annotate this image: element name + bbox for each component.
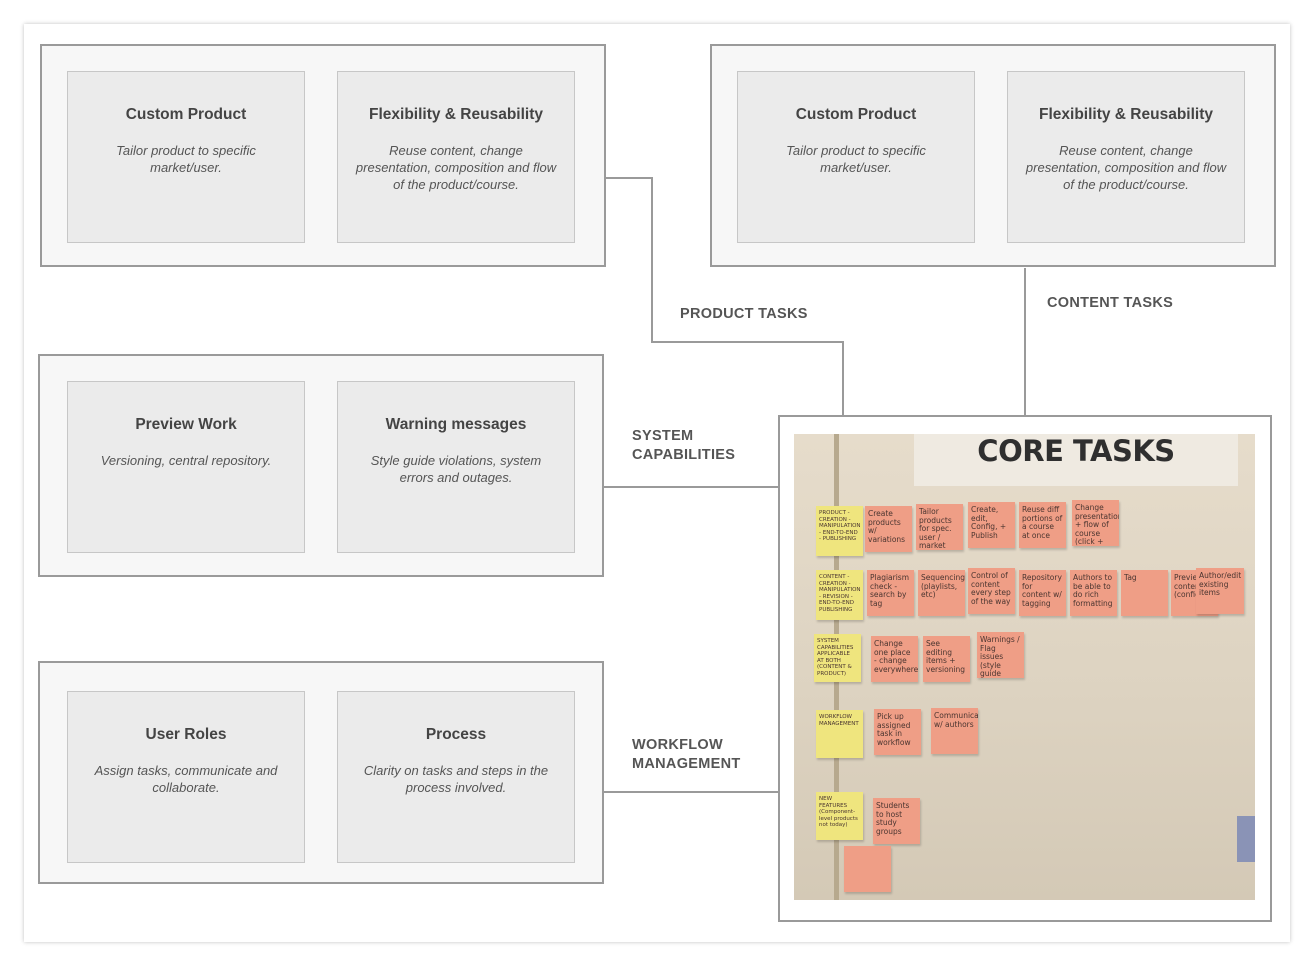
sticky-note: Change one place - change everywhere	[871, 636, 918, 682]
card-process: Process Clarity on tasks and steps in th…	[337, 691, 575, 863]
sticky-note-category: PRODUCT - CREATION - MANIPULATION - END-…	[816, 506, 863, 556]
label-line: MANAGEMENT	[632, 755, 741, 774]
sticky-note-category: WORKFLOW MANAGEMENT	[816, 710, 863, 758]
sticky-note: Plagiarism check - search by tag	[867, 570, 914, 616]
product-tasks-group: Custom Product Tailor product to specifi…	[40, 44, 606, 267]
label-system-capabilities: SYSTEM CAPABILITIES	[632, 427, 735, 465]
label-content-tasks: CONTENT TASKS	[1047, 294, 1173, 313]
card-title: Warning messages	[352, 416, 560, 434]
sticky-note: Authors to be able to do rich formatting	[1070, 570, 1117, 616]
card-title: Preview Work	[82, 416, 290, 434]
card-flexibility-reusability: Flexibility & Reusability Reuse content,…	[1007, 71, 1245, 243]
core-tasks-photo: CORE TASKS PRODUCT - CREATION - MANIPULA…	[794, 434, 1255, 900]
card-preview-work: Preview Work Versioning, central reposit…	[67, 381, 305, 553]
label-workflow-management: WORKFLOW MANAGEMENT	[632, 736, 741, 774]
sticky-note: Pick up assigned task in workflow	[874, 709, 921, 755]
sticky-note: Control of content every step of the way	[968, 568, 1015, 614]
sticky-note: Sequencing (playlists, etc)	[918, 570, 965, 616]
card-description: Reuse content, change presentation, comp…	[352, 142, 560, 193]
card-description: Reuse content, change presentation, comp…	[1022, 142, 1230, 193]
card-description: Tailor product to specific market/user.	[82, 142, 290, 176]
sticky-note: See editing items + versioning	[923, 636, 970, 682]
sticky-note-category: CONTENT - CREATION - MANIPULATION - REVI…	[816, 570, 863, 620]
card-title: Custom Product	[82, 106, 290, 124]
sticky-note: Students to host study groups	[873, 798, 920, 844]
card-title: Flexibility & Reusability	[1022, 106, 1230, 124]
card-description: Versioning, central repository.	[82, 452, 290, 469]
card-flexibility-reusability: Flexibility & Reusability Reuse content,…	[337, 71, 575, 243]
sticky-note: Warnings / Flag issues (style guide viol…	[977, 632, 1024, 678]
label-line: SYSTEM	[632, 427, 735, 446]
board-edge-object	[1237, 816, 1255, 862]
card-description: Style guide violations, system errors an…	[352, 452, 560, 486]
sticky-note: Tag	[1121, 570, 1168, 616]
content-tasks-group: Custom Product Tailor product to specifi…	[710, 44, 1276, 267]
sticky-note-category: NEW FEATURES (Component-level products n…	[816, 792, 863, 840]
sticky-note: Communicate w/ authors	[931, 708, 978, 754]
sticky-note: Change presentation + flow of course (cl…	[1072, 500, 1119, 546]
sticky-note: Reuse diff portions of a course at once	[1019, 502, 1066, 548]
card-title: User Roles	[82, 726, 290, 744]
sticky-note: Tailor products for spec. user / market	[916, 504, 963, 550]
workflow-management-group: User Roles Assign tasks, communicate and…	[38, 661, 604, 884]
card-title: Custom Product	[752, 106, 960, 124]
card-title: Flexibility & Reusability	[352, 106, 560, 124]
label-product-tasks: PRODUCT TASKS	[680, 305, 808, 324]
card-description: Assign tasks, communicate and collaborat…	[82, 762, 290, 796]
sticky-note: Create, edit, Config, + Publish	[968, 502, 1015, 548]
sticky-note-blank	[844, 846, 891, 892]
sticky-note: Author/edit existing items	[1196, 568, 1244, 614]
card-description: Clarity on tasks and steps in the proces…	[352, 762, 560, 796]
card-custom-product: Custom Product Tailor product to specifi…	[737, 71, 975, 243]
card-user-roles: User Roles Assign tasks, communicate and…	[67, 691, 305, 863]
sticky-note: Repository for content w/ tagging	[1019, 570, 1066, 616]
card-custom-product: Custom Product Tailor product to specifi…	[67, 71, 305, 243]
card-warning-messages: Warning messages Style guide violations,…	[337, 381, 575, 553]
photo-title: CORE TASKS	[914, 434, 1238, 486]
label-line: CAPABILITIES	[632, 446, 735, 465]
card-description: Tailor product to specific market/user.	[752, 142, 960, 176]
sticky-note: Create products w/ variations	[865, 506, 912, 552]
label-line: WORKFLOW	[632, 736, 741, 755]
card-title: Process	[352, 726, 560, 744]
system-capabilities-group: Preview Work Versioning, central reposit…	[38, 354, 604, 577]
sticky-note-category: SYSTEM CAPABILITIES APPLICABLE AT BOTH (…	[814, 634, 861, 682]
